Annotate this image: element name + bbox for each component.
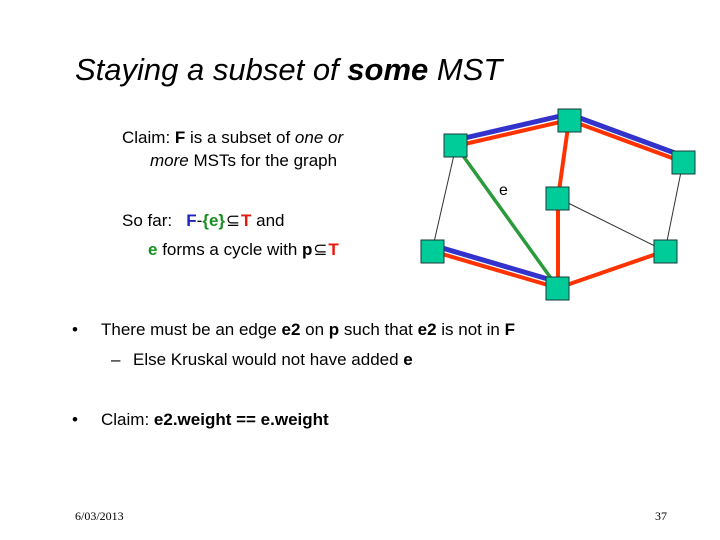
claim-F: F [174, 128, 186, 147]
sofar-label: So far: [122, 211, 173, 230]
edge-red [557, 249, 666, 290]
edge-blue [568, 111, 684, 159]
sofar-F: F [186, 211, 197, 230]
footer-date: 6/03/2013 [75, 509, 124, 523]
edge-red [455, 118, 570, 148]
sofar-block: So far: F-{e}⊆T and e forms a cycle with… [122, 206, 339, 264]
sofar-line-1: So far: F-{e}⊆T and [122, 206, 339, 235]
sofar-T: T [241, 211, 252, 230]
sofar-T2: T [328, 240, 339, 259]
sub-bullet-text: Else Kruskal would not have added e [133, 350, 413, 370]
text-part: such that [339, 320, 418, 339]
text-part: is not in [436, 320, 505, 339]
graph-node [545, 276, 570, 301]
text-part: Else Kruskal would not have added [133, 350, 404, 369]
sofar-and: and [251, 211, 285, 230]
edge-e-label: e [499, 182, 508, 199]
footer-page-number: 37 [655, 509, 667, 523]
bold-F: F [504, 320, 515, 339]
graph-node [443, 133, 468, 158]
bold-e2: e2 [417, 320, 437, 339]
claim-rest: MSTs for the graph [188, 151, 338, 170]
edge-thin [431, 145, 457, 252]
edge-red [568, 118, 684, 164]
graph-node [671, 150, 696, 175]
bullet-text: Claim: e2.weight == e.weight [101, 410, 329, 430]
graph-node [545, 186, 570, 211]
bullet-dot: • [72, 320, 78, 339]
graph-node [557, 108, 582, 133]
sofar-cycle-text: forms a cycle with [157, 240, 303, 259]
edge-red [556, 119, 571, 199]
text-part: on [300, 320, 329, 339]
edge-blue [455, 111, 570, 143]
title-bold: some [347, 52, 429, 87]
bold-e2: e2 [281, 320, 301, 339]
claim-line-1: Claim: F is a subset of one or [122, 126, 343, 149]
bold-e: e [403, 350, 413, 369]
edge-red [431, 249, 559, 290]
claim-one-or: one or [294, 128, 344, 147]
text-part: There must be an edge [101, 320, 282, 339]
sofar-line-2: e forms a cycle with p⊆T [122, 235, 339, 264]
edge-e [454, 144, 560, 290]
claim-line-2: more MSTs for the graph [122, 149, 343, 172]
sub-bullet-dash: – [111, 350, 121, 369]
bullet-dot: • [72, 410, 78, 429]
bullet-text: There must be an edge e2 on p such that … [101, 320, 515, 340]
bold-p: p [328, 320, 340, 339]
sofar-e: e [148, 240, 158, 259]
sofar-p: p [302, 240, 313, 259]
edge-blue [431, 242, 559, 285]
bold-expression: e2.weight == e.weight [153, 410, 329, 429]
edge-thin [664, 161, 684, 252]
edge-thin [557, 197, 666, 252]
title-part: MST [428, 52, 503, 87]
subset-symbol: ⊆ [225, 211, 241, 230]
claim-label: Claim: [122, 128, 175, 147]
claim-block: Claim: F is a subset of one or more MSTs… [122, 126, 343, 172]
title-part: Staying a subset of [75, 52, 348, 87]
graph-node [653, 239, 678, 264]
graph-node [420, 239, 445, 264]
sofar-set-e: {e} [202, 211, 226, 230]
text-part: Claim: [101, 410, 154, 429]
slide-title: Staying a subset of some MST [75, 52, 502, 88]
sofar-minus: - [196, 211, 203, 230]
subset-symbol: ⊆ [313, 240, 328, 259]
claim-more: more [150, 151, 189, 170]
claim-mid: is a subset of [185, 128, 295, 147]
